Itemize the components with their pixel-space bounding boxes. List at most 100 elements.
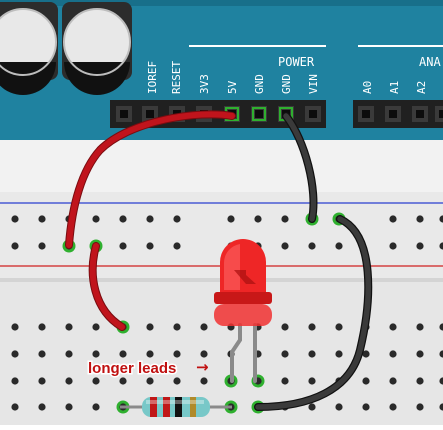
breadboard-hole: [439, 350, 443, 358]
pin-label-5v: 5V: [226, 80, 239, 94]
breadboard-hole: [362, 403, 370, 411]
breadboard-hole: [38, 350, 46, 358]
led: [214, 239, 272, 383]
breadboard-hole: [416, 403, 424, 411]
breadboard-hole: [119, 215, 127, 223]
breadboard-hole: [11, 350, 19, 358]
breadboard-hole: [65, 323, 73, 331]
breadboard-hole: [65, 350, 73, 358]
breadboard-hole: [335, 403, 343, 411]
breadboard-hole: [308, 403, 316, 411]
header-pin: [412, 106, 428, 122]
breadboard-hole: [389, 403, 397, 411]
breadboard-hole: [11, 403, 19, 411]
annotation-text: longer leads: [88, 360, 176, 377]
breadboard-hole: [173, 377, 181, 385]
breadboard-hole: [362, 350, 370, 358]
breadboard-hole: [308, 323, 316, 331]
breadboard-hole: [335, 350, 343, 358]
breadboard-hole: [146, 377, 154, 385]
breadboard-hole: [389, 215, 397, 223]
pin-label-gnd-1: GND: [253, 74, 266, 94]
breadboard-hole: [92, 377, 100, 385]
breadboard-hole: [173, 242, 181, 250]
red-wire-led: [88, 242, 126, 331]
breadboard-hole: [92, 350, 100, 358]
breadboard-hole: [38, 403, 46, 411]
longer-leads-annotation: longer leads →: [87, 358, 209, 379]
breadboard-hole: [281, 350, 289, 358]
breadboard-hole: [65, 403, 73, 411]
pin-label-ioref: IOREF: [146, 61, 159, 94]
black-wire-gnd: [282, 112, 318, 223]
breadboard-hole: [38, 215, 46, 223]
breadboard-hole: [92, 403, 100, 411]
capacitor-right: [62, 2, 132, 95]
breadboard-hole: [200, 323, 208, 331]
breadboard-hole: [146, 323, 154, 331]
black-wire-resistor: [254, 215, 373, 411]
breadboard-hole: [65, 377, 73, 385]
breadboard-hole: [416, 242, 424, 250]
breadboard-hole: [416, 350, 424, 358]
header-pin: [358, 106, 374, 122]
breadboard-hole: [254, 215, 262, 223]
breadboard-hole: [281, 215, 289, 223]
pin-label-reset: RESET: [170, 61, 183, 94]
breadboard-hole: [389, 242, 397, 250]
breadboard-hole: [439, 242, 443, 250]
header-pin: [305, 106, 321, 122]
breadboard-hole: [389, 323, 397, 331]
breadboard-hole: [335, 323, 343, 331]
analog-header: [353, 100, 443, 128]
breadboard-hole: [308, 242, 316, 250]
pin-label-vin: VIN: [307, 74, 320, 94]
header-pin: [116, 106, 132, 122]
breadboard-hole: [11, 215, 19, 223]
pin-label-3v3: 3V3: [198, 74, 211, 94]
breadboard-hole: [146, 242, 154, 250]
breadboard-hole: [416, 377, 424, 385]
breadboard-hole: [416, 323, 424, 331]
breadboard-hole: [308, 377, 316, 385]
breadboard-hole: [119, 242, 127, 250]
breadboard-hole: [119, 377, 127, 385]
breadboard-hole: [439, 403, 443, 411]
breadboard-hole: [227, 215, 235, 223]
breadboard-hole: [389, 377, 397, 385]
breadboard-hole: [11, 377, 19, 385]
breadboard-hole: [389, 350, 397, 358]
breadboard-hole: [38, 242, 46, 250]
header-pin: [251, 106, 267, 122]
breadboard-hole: [173, 215, 181, 223]
breadboard-hole: [146, 215, 154, 223]
red-wire-5v: [65, 110, 236, 249]
breadboard-hole: [173, 323, 181, 331]
breadboard-hole: [335, 242, 343, 250]
pin-label-a2: A2: [415, 81, 428, 94]
breadboard-hole: [281, 377, 289, 385]
breadboard-hole: [281, 323, 289, 331]
power-label: POWER: [278, 55, 315, 69]
breadboard-hole: [38, 323, 46, 331]
breadboard-hole: [92, 323, 100, 331]
breadboard-hole: [200, 350, 208, 358]
breadboard-hole: [92, 215, 100, 223]
breadboard-hole: [38, 377, 46, 385]
annotation-arrow: →: [196, 358, 209, 376]
breadboard-hole: [11, 242, 19, 250]
analog-label: ANA: [419, 55, 441, 69]
breadboard-hole: [146, 350, 154, 358]
capacitor-left: [0, 2, 58, 95]
resistor: [120, 397, 232, 417]
breadboard-hole: [11, 323, 19, 331]
pin-label-gnd-2: GND: [280, 74, 293, 94]
header-pin: [385, 106, 401, 122]
breadboard-hole: [362, 377, 370, 385]
breadboard-hole: [439, 215, 443, 223]
breadboard-hole: [173, 350, 181, 358]
breadboard-hole: [200, 377, 208, 385]
header-pin: [435, 106, 443, 122]
header-pin: [142, 106, 158, 122]
